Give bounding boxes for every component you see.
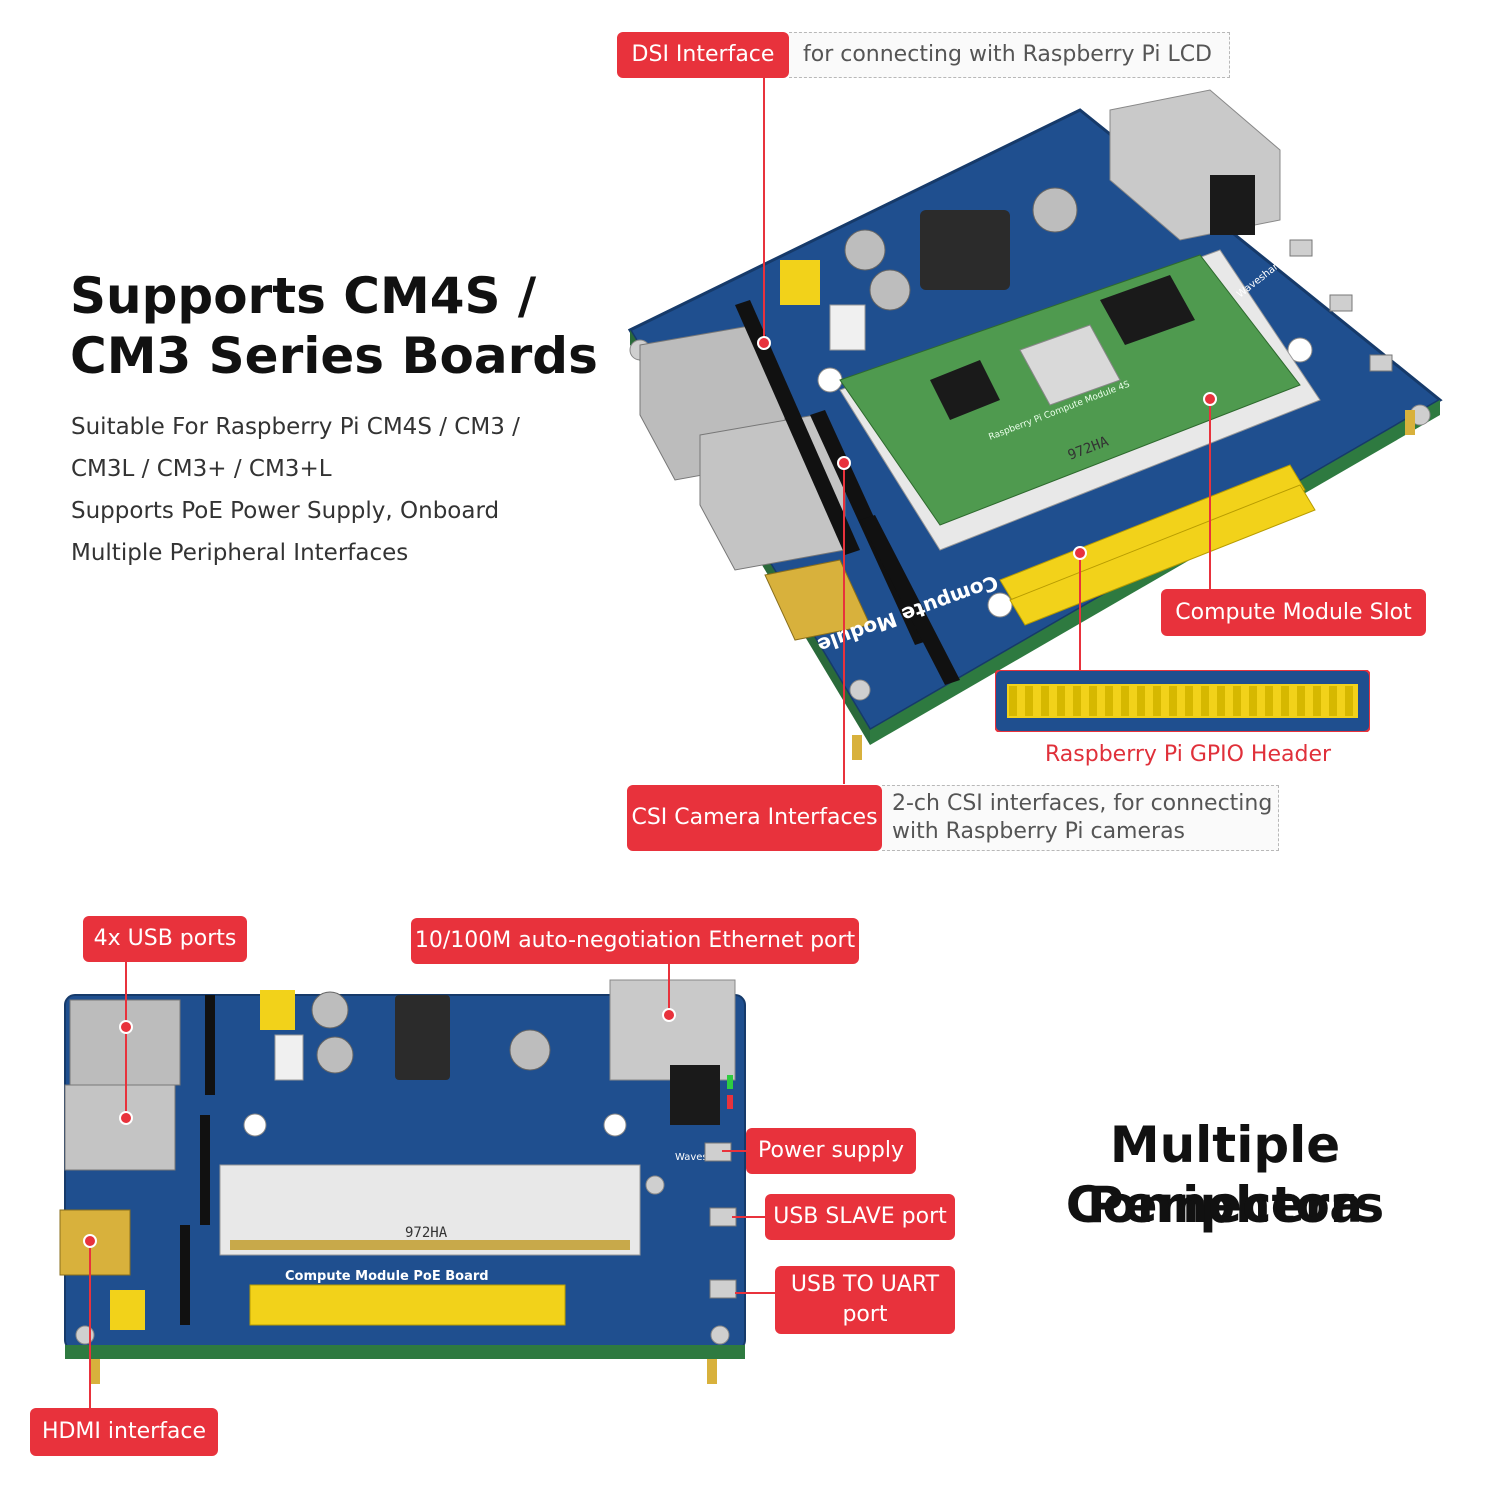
hdmi-leader-line xyxy=(89,1238,91,1408)
bottom-brand: Waveshare xyxy=(675,1152,730,1163)
top-heading-line1: Supports CM4S / xyxy=(70,267,537,325)
usb-uart-leader-line xyxy=(735,1292,775,1294)
ethernet-leader-dot xyxy=(662,1008,676,1022)
usb-uart-line1: USB TO UART xyxy=(790,1272,940,1297)
top-desc-line2: CM3L / CM3+ / CM3+L xyxy=(71,456,332,482)
hdmi-interface-label: HDMI interface xyxy=(30,1408,218,1456)
bottom-slot-text: 972HA xyxy=(405,1225,448,1241)
bottom-heading-line2: Connectors xyxy=(1065,1176,1385,1234)
usb-leader-dot-2 xyxy=(119,1111,133,1125)
compute-module-slot-label: Compute Module Slot xyxy=(1161,589,1426,636)
usb-uart-label: USB TO UART port xyxy=(775,1266,955,1334)
bottom-ethernet-jack xyxy=(609,979,736,1081)
top-desc-line4: Multiple Peripheral Interfaces xyxy=(71,540,409,566)
ethernet-leader-line xyxy=(668,964,670,1014)
top-heading-line2: CM3 Series Boards xyxy=(70,327,598,385)
usb-leader-dot-1 xyxy=(119,1020,133,1034)
bottom-board-illustration: 972HA Compute Module PoE Board Waveshare xyxy=(59,979,746,1384)
ethernet-port-label: 10/100M auto-negotiation Ethernet port xyxy=(411,918,859,964)
gpio-leader-line xyxy=(1079,552,1081,672)
bottom-usb-stack-2 xyxy=(64,1084,176,1171)
top-board-illustration: 972HA Raspberry Pi Compute Module 4S Com… xyxy=(627,89,1443,760)
csi-leader-line xyxy=(843,462,845,784)
top-desc-line1: Suitable For Raspberry Pi CM4S / CM3 / xyxy=(71,414,520,440)
dsi-leader-line xyxy=(763,78,765,340)
hdmi-leader-dot xyxy=(83,1234,97,1248)
usb-uart-line2: port xyxy=(842,1302,888,1327)
usb-slave-label: USB SLAVE port xyxy=(765,1194,955,1240)
csi-leader-dot xyxy=(837,456,851,470)
gpio-header-caption: Raspberry Pi GPIO Header xyxy=(1045,742,1332,767)
csi-desc-line2: with Raspberry Pi cameras xyxy=(892,819,1186,844)
bottom-silk-title: Compute Module PoE Board xyxy=(285,1269,489,1284)
top-desc-line3: Supports PoE Power Supply, Onboard xyxy=(71,498,500,524)
csi-camera-desc: 2-ch CSI interfaces, for connecting with… xyxy=(882,785,1279,851)
bottom-gpio-header xyxy=(249,1284,566,1326)
dsi-interface-label: DSI Interface xyxy=(617,32,789,78)
gpio-header-inset xyxy=(995,670,1370,732)
dsi-leader-dot xyxy=(757,336,771,350)
csi-desc-line1: 2-ch CSI interfaces, for connecting xyxy=(892,791,1273,816)
usb-leader-line xyxy=(125,962,127,1117)
csi-camera-label: CSI Camera Interfaces xyxy=(627,785,882,851)
gpio-leader-dot xyxy=(1073,546,1087,560)
top-gpio-header xyxy=(999,464,1316,626)
usb-ports-label: 4x USB ports xyxy=(83,916,247,962)
usb-slave-leader-line xyxy=(732,1216,765,1218)
power-supply-label: Power supply xyxy=(746,1128,916,1174)
bottom-heading-line1: Multiple Periphera xyxy=(1086,1116,1364,1234)
cm-slot-leader-dot xyxy=(1203,392,1217,406)
power-leader-line xyxy=(722,1150,746,1152)
dsi-interface-desc: for connecting with Raspberry Pi LCD xyxy=(789,32,1230,78)
cm-slot-leader-line xyxy=(1209,398,1211,590)
